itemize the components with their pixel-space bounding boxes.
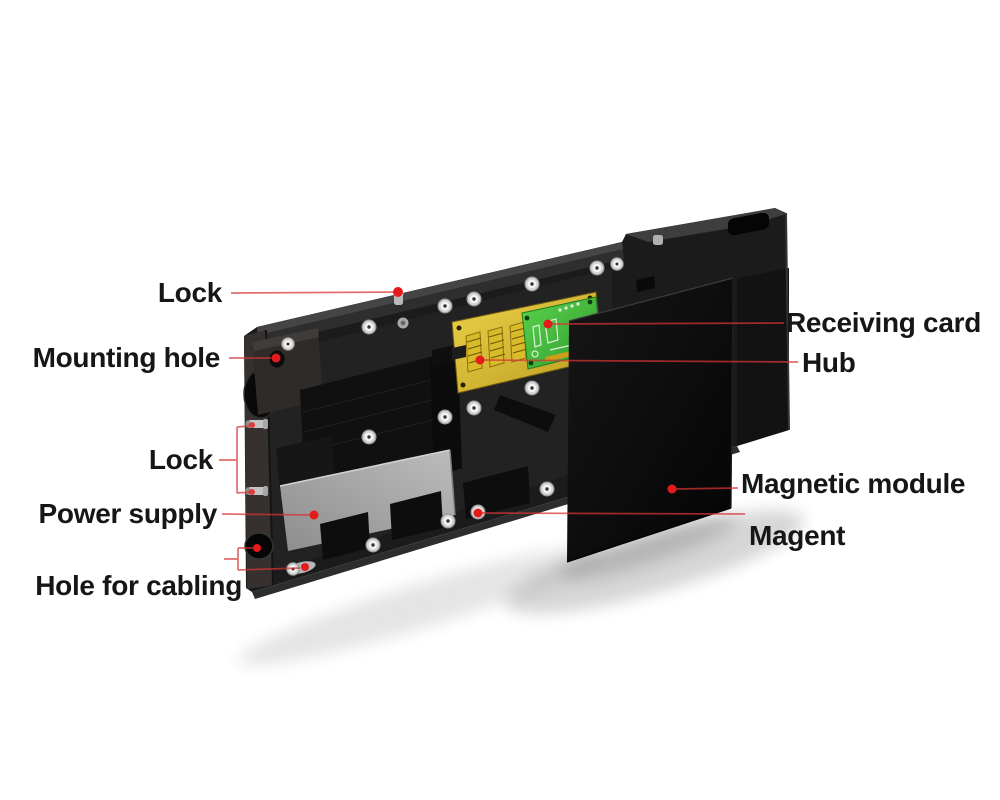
magnetic-module-panel: [566, 277, 734, 563]
side-lock-pin-bottom: [245, 486, 268, 496]
callout-label-power-supply: Power supply: [38, 498, 218, 529]
leader-magnetic-module: [667, 484, 739, 494]
callout-label-receiving-card: Receiving card: [786, 307, 981, 338]
leader-magent: [473, 508, 746, 518]
side-lock-pin-top: [245, 419, 268, 429]
leader-hub: [475, 355, 799, 365]
callout-label-hub: Hub: [802, 347, 856, 378]
leader-lock-top: [230, 287, 403, 297]
callout-label-hole-for-cabling: Hole for cabling: [35, 570, 242, 601]
leader-lock-side: [219, 422, 255, 495]
callout-label-lock-top: Lock: [157, 277, 222, 308]
callout-label-lock-side: Lock: [148, 444, 213, 475]
callout-label-mounting-hole: Mounting hole: [32, 342, 221, 373]
hub-board: [451, 291, 603, 394]
callout-label-magent: Magent: [749, 520, 846, 551]
leader-mounting-hole: [229, 353, 281, 363]
callout-label-magnetic-module: Magnetic module: [741, 468, 966, 499]
leader-hole-for-cabling: [224, 544, 309, 571]
leader-receiving-card: [543, 319, 785, 329]
leader-power-supply: [221, 510, 319, 520]
ground-shadow: [238, 510, 805, 666]
callout-leaders: [219, 287, 799, 571]
